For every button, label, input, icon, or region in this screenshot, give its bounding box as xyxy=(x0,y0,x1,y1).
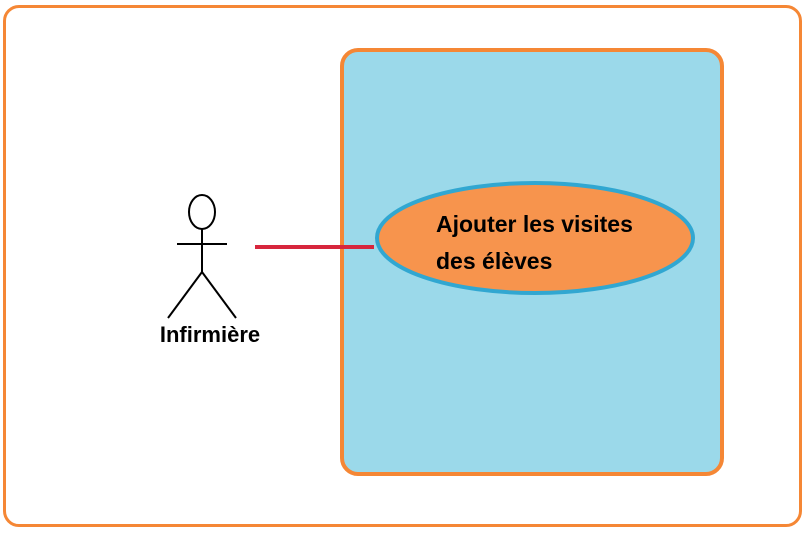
actor-label: Infirmière xyxy=(159,322,261,347)
actor-left-leg xyxy=(167,271,203,319)
use-case-label: Ajouter les visites des élèves xyxy=(436,206,676,280)
actor-head xyxy=(188,194,216,230)
actor-stick-figure xyxy=(167,194,237,319)
actor-right-leg xyxy=(201,271,237,319)
use-case-label-line-2: des élèves xyxy=(436,248,553,274)
use-case-ellipse xyxy=(375,181,695,295)
use-case-label-line-1: Ajouter les visites xyxy=(436,211,633,237)
